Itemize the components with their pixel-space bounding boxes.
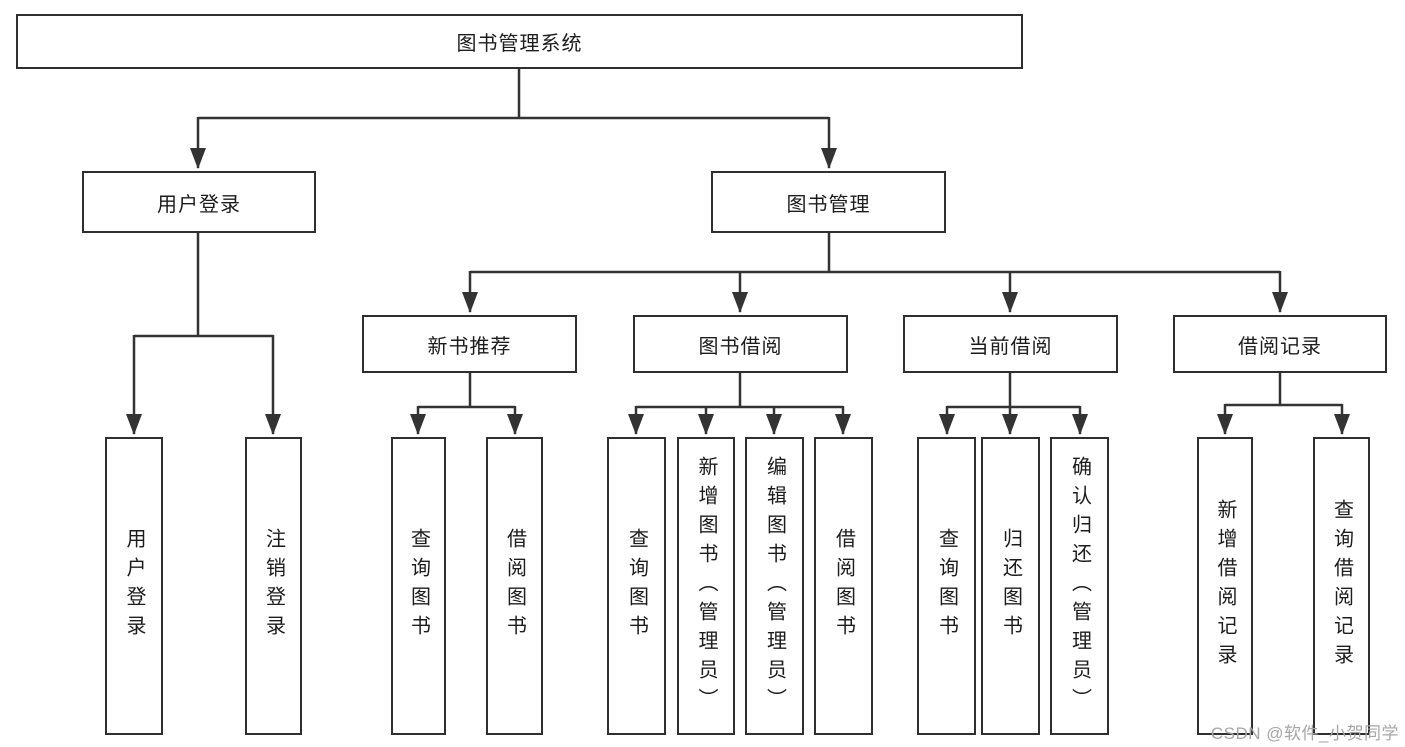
node-leaf-query-book-2: 查询图书 — [607, 437, 666, 735]
node-module-book-borrow-label: 图书借阅 — [698, 335, 783, 358]
node-module-current-borrow-label: 当前借阅 — [968, 335, 1053, 358]
node-leaf-user-login-label: 用户登录 — [123, 528, 145, 644]
node-module-borrow-record: 借阅记录 — [1173, 315, 1387, 373]
node-leaf-borrow-book-2-label: 借阅图书 — [832, 528, 855, 644]
node-module-new-book-recommend: 新书推荐 — [362, 315, 577, 373]
node-leaf-add-book-admin-label: 新增图书（管理员） — [695, 455, 717, 717]
node-module-new-book-recommend-label: 新书推荐 — [427, 335, 512, 358]
node-leaf-confirm-return-admin-label: 确认归还（管理员） — [1068, 455, 1091, 717]
node-leaf-query-book-1-label: 查询图书 — [407, 528, 430, 644]
node-leaf-edit-book-admin-label: 编辑图书（管理员） — [763, 455, 786, 717]
node-leaf-return-book: 归还图书 — [981, 437, 1040, 735]
node-leaf-query-borrow-record: 查询借阅记录 — [1313, 437, 1370, 735]
node-module-current-borrow: 当前借阅 — [903, 315, 1118, 373]
node-leaf-borrow-book-1-label: 借阅图书 — [503, 528, 526, 644]
node-leaf-user-login: 用户登录 — [105, 437, 163, 735]
node-leaf-query-book-2-label: 查询图书 — [625, 528, 648, 644]
node-leaf-borrow-book-2: 借阅图书 — [814, 437, 873, 735]
node-branch-user-login-label: 用户登录 — [157, 193, 241, 216]
node-leaf-query-borrow-record-label: 查询借阅记录 — [1330, 499, 1353, 673]
node-leaf-query-book-3-label: 查询图书 — [935, 528, 958, 644]
node-branch-user-login: 用户登录 — [82, 171, 316, 233]
node-leaf-add-book-admin: 新增图书（管理员） — [677, 437, 735, 735]
node-leaf-return-book-label: 归还图书 — [999, 528, 1022, 644]
node-leaf-logout: 注销登录 — [245, 437, 302, 735]
node-leaf-confirm-return-admin: 确认归还（管理员） — [1050, 437, 1109, 735]
node-root-system: 图书管理系统 — [16, 14, 1023, 69]
node-leaf-query-book-3: 查询图书 — [917, 437, 976, 735]
node-root-label: 图书管理系统 — [456, 33, 583, 55]
node-leaf-edit-book-admin: 编辑图书（管理员） — [745, 437, 804, 735]
node-leaf-borrow-book-1: 借阅图书 — [486, 437, 543, 735]
node-module-book-borrow: 图书借阅 — [633, 315, 848, 373]
node-branch-book-management-label: 图书管理 — [786, 193, 871, 216]
node-leaf-query-book-1: 查询图书 — [391, 437, 446, 735]
node-leaf-add-borrow-record: 新增借阅记录 — [1197, 437, 1253, 735]
node-leaf-add-borrow-record-label: 新增借阅记录 — [1214, 499, 1236, 673]
node-branch-book-management: 图书管理 — [711, 171, 946, 233]
node-module-borrow-record-label: 借阅记录 — [1238, 335, 1322, 358]
node-leaf-logout-label: 注销登录 — [262, 528, 285, 644]
